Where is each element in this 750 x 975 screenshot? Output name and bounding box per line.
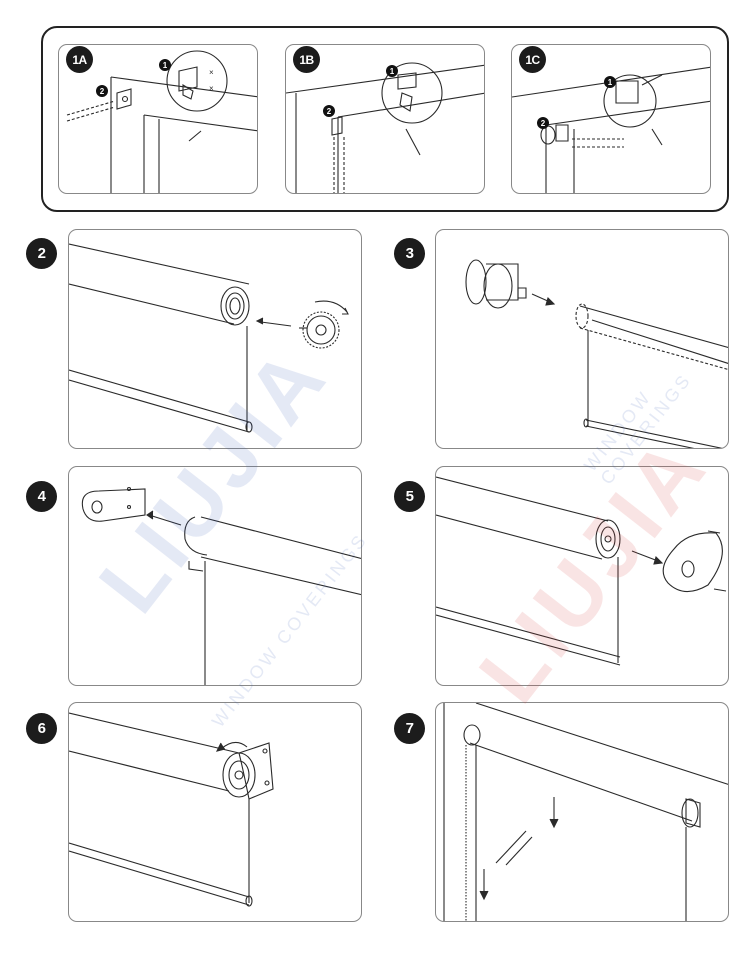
substep-marker: 2 (323, 105, 335, 117)
substep-marker: 1 (604, 76, 616, 88)
step-6-panel (68, 702, 362, 922)
panel-1b: 1 2 (285, 44, 485, 194)
panel-1a: × × 1 2 (58, 44, 258, 194)
svg-text:×: × (209, 68, 214, 77)
step-7-panel (435, 702, 729, 922)
step-badge-7: 7 (394, 713, 425, 744)
step-badge-4: 4 (26, 481, 57, 512)
mode-badge-1a: 1A (66, 46, 93, 73)
substep-marker: 1 (159, 59, 171, 71)
step-badge-2: 2 (26, 238, 57, 269)
panel-1c: 1 2 (511, 44, 711, 194)
svg-text:×: × (209, 84, 214, 93)
step-badge-3: 3 (394, 238, 425, 269)
substep-marker: 1 (386, 65, 398, 77)
mode-badge-1b: 1B (293, 46, 320, 73)
substep-marker: 2 (96, 85, 108, 97)
substep-marker: 2 (537, 117, 549, 129)
step-5-panel (435, 466, 729, 686)
installation-options-frame (41, 26, 729, 212)
mode-badge-1c: 1C (519, 46, 546, 73)
step-2-panel (68, 229, 362, 449)
step-badge-6: 6 (26, 713, 57, 744)
step-badge-5: 5 (394, 481, 425, 512)
step-4-panel (68, 466, 362, 686)
step-3-panel (435, 229, 729, 449)
